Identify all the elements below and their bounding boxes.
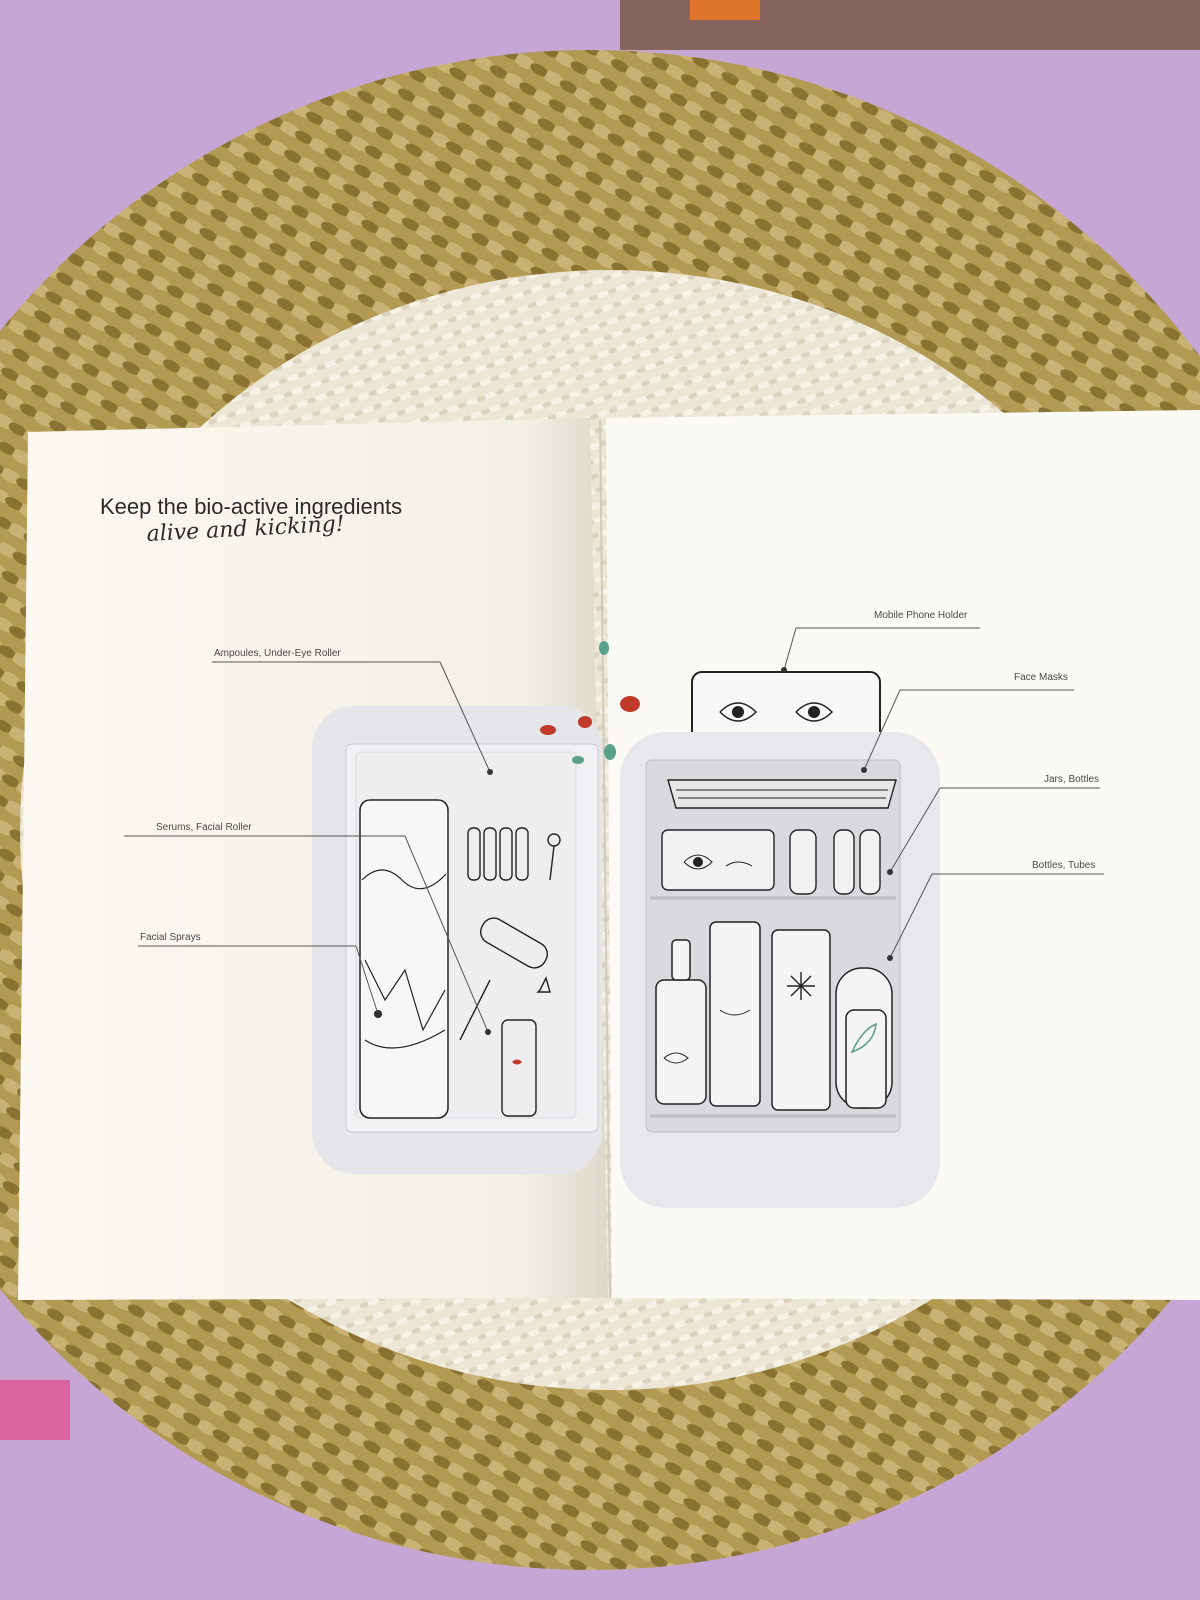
label-phone-holder: Mobile Phone Holder [874, 610, 967, 621]
label-bottles-tubes: Bottles, Tubes [1032, 860, 1095, 871]
label-ampoules: Ampoules, Under-Eye Roller [214, 648, 341, 659]
label-serums: Serums, Facial Roller [156, 822, 252, 833]
label-facial-sprays: Facial Sprays [140, 932, 201, 943]
label-jars-bottles: Jars, Bottles [1044, 774, 1099, 785]
label-face-masks: Face Masks [1014, 672, 1068, 683]
left-fridge-illustration [312, 706, 602, 1174]
